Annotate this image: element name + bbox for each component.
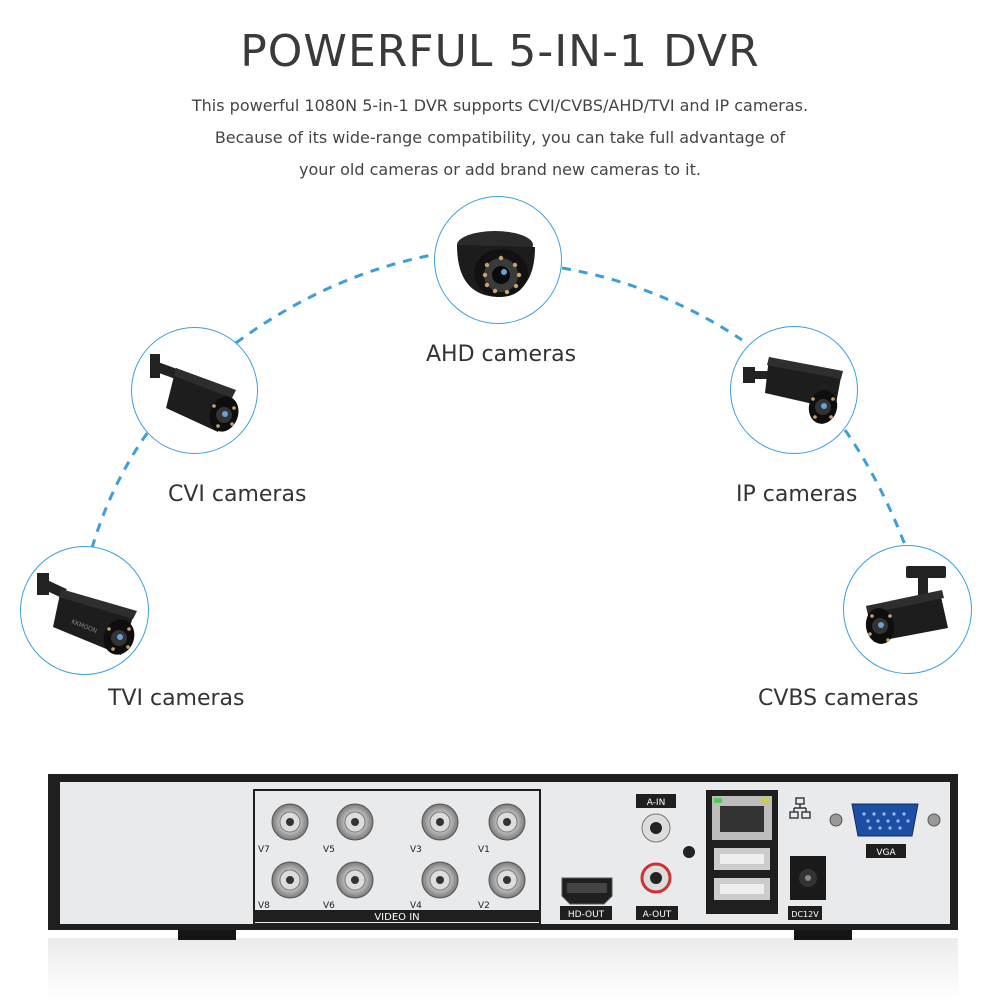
v6-label: V6 xyxy=(323,901,335,911)
v4-label: V4 xyxy=(410,901,422,911)
v7-label: V7 xyxy=(258,845,270,855)
a-out-label: A-OUT xyxy=(643,910,672,920)
tvi-camera-label: TVI cameras xyxy=(108,686,245,711)
v8-label: V8 xyxy=(258,901,270,911)
cvbs-camera-image xyxy=(843,545,972,674)
vga-label: VGA xyxy=(876,848,896,858)
ip-camera-image xyxy=(730,326,858,454)
ip-camera-label: IP cameras xyxy=(736,482,858,507)
cvi-camera-label: CVI cameras xyxy=(168,482,307,507)
tvi-camera-image: KKMOON xyxy=(20,546,149,675)
a-in-label: A-IN xyxy=(647,798,666,808)
v3-label: V3 xyxy=(410,845,422,855)
dc12v-label: DC12V xyxy=(791,910,819,919)
description-line-1: This powerful 1080N 5-in-1 DVR supports … xyxy=(191,96,809,115)
hd-out-label: HD-OUT xyxy=(568,910,605,920)
v2-label: V2 xyxy=(478,901,490,911)
description-line-2: Because of its wide-range compatibility,… xyxy=(214,128,786,147)
dvr-back-panel: VIDEO IN V7 V5 V3 V1 V8 V6 V4 V2 HD-OUT … xyxy=(48,774,958,1000)
ahd-camera-image xyxy=(434,196,562,324)
description-line-3: your old cameras or add brand new camera… xyxy=(299,160,701,179)
cvbs-camera-label: CVBS cameras xyxy=(758,686,919,711)
bnc-ports xyxy=(271,803,526,899)
cvi-camera-image xyxy=(131,327,258,454)
v1-label: V1 xyxy=(478,845,490,855)
video-in-label: VIDEO IN xyxy=(374,912,419,923)
ahd-camera-label: AHD cameras xyxy=(426,342,577,367)
page-title: POWERFUL 5-IN-1 DVR xyxy=(240,26,760,77)
v5-label: V5 xyxy=(323,845,335,855)
